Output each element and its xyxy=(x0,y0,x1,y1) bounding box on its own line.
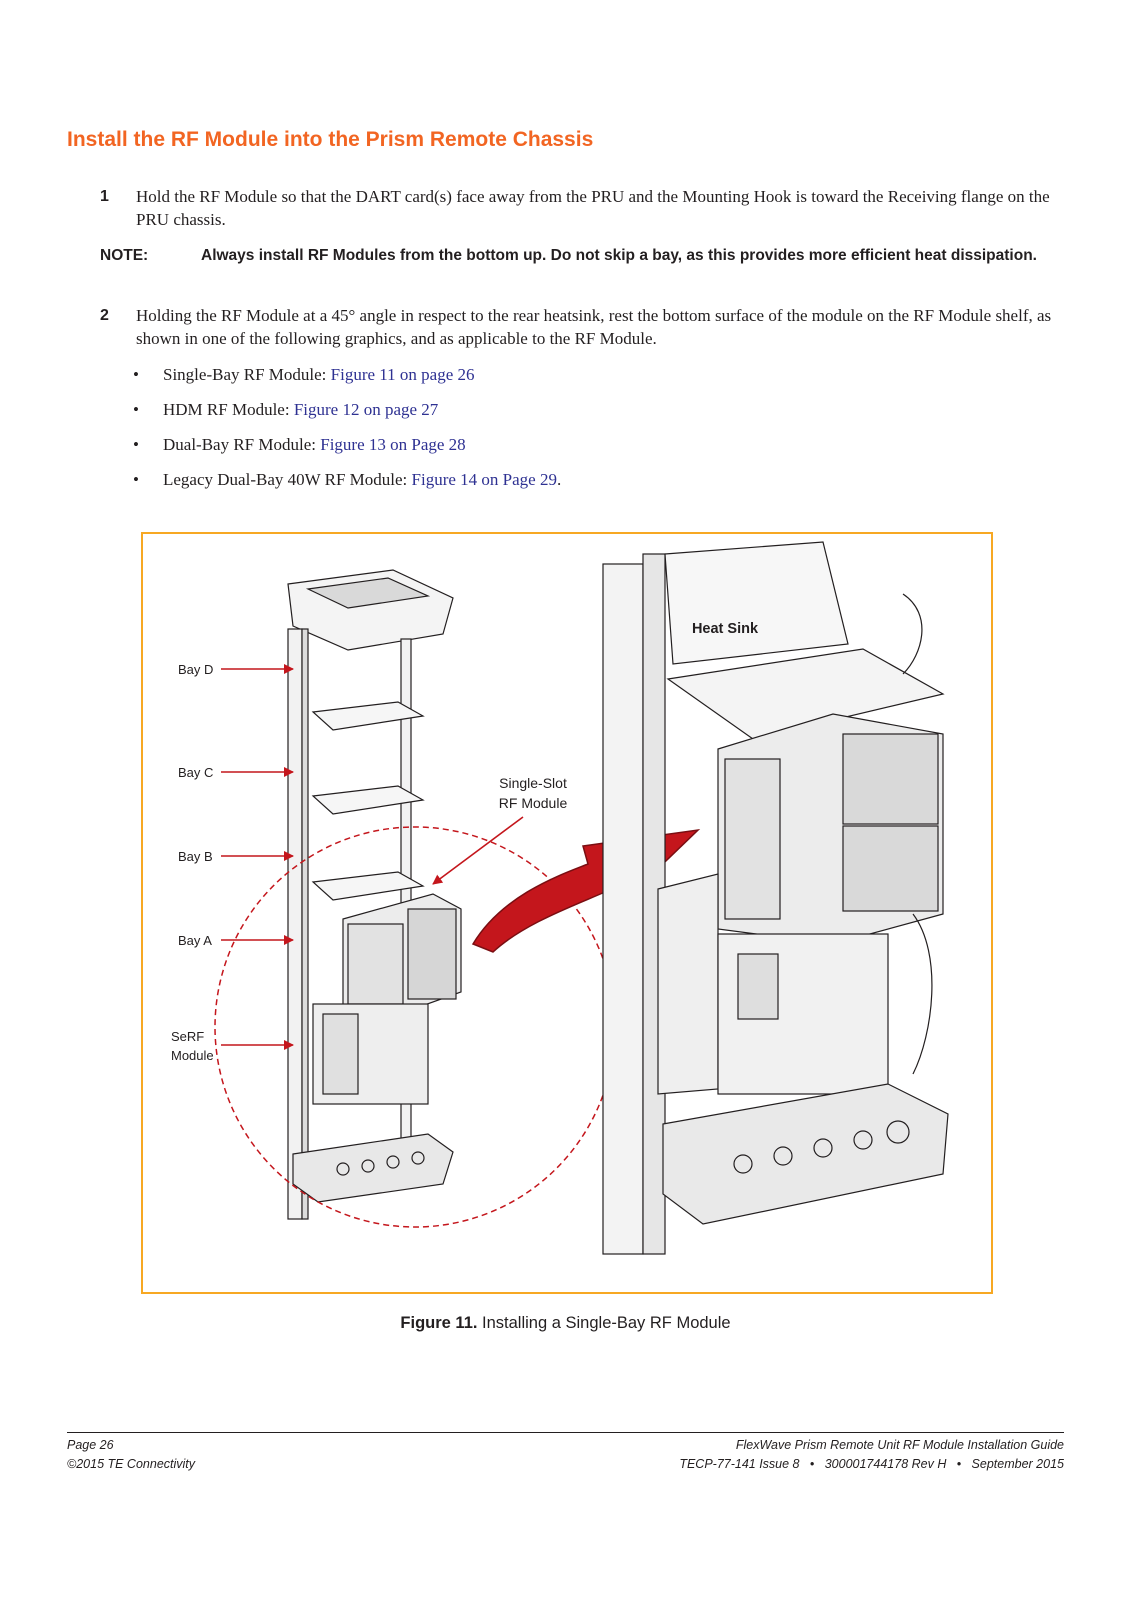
figure-link[interactable]: Figure 14 on Page 29 xyxy=(411,470,557,489)
installation-illustration: Bay D Bay C Bay B Bay A SeRF Module Sing… xyxy=(171,541,949,1255)
footer-doc-title: FlexWave Prism Remote Unit RF Module Ins… xyxy=(735,1438,1064,1452)
figure-caption: Figure 11. Installing a Single-Bay RF Mo… xyxy=(0,1314,1131,1333)
bullet-prefix: Single-Bay RF Module: xyxy=(163,365,331,384)
step-1: 1 Hold the RF Module so that the DART ca… xyxy=(100,185,1060,231)
note-text: Always install RF Modules from the botto… xyxy=(201,247,1037,264)
note-label: NOTE: xyxy=(100,247,149,264)
footer-doc-id: TECP-77-141 Issue 8 • 300001744178 Rev H… xyxy=(679,1457,1064,1471)
figure-link[interactable]: Figure 11 on page 26 xyxy=(330,365,475,384)
figure-link[interactable]: Figure 13 on Page 28 xyxy=(320,435,466,454)
bullet-dot: • xyxy=(133,435,139,454)
bullet-suffix: . xyxy=(556,470,562,489)
step-number: 1 xyxy=(100,188,109,205)
label-bay-a: Bay A xyxy=(178,933,212,948)
bullet-dot: • xyxy=(133,365,139,384)
label-bay-d: Bay D xyxy=(178,662,213,677)
figure-frame: Bay D Bay C Bay B Bay A SeRF Module Sing… xyxy=(141,532,993,1294)
label-bay-c: Bay C xyxy=(178,765,213,780)
step-number: 2 xyxy=(100,307,109,324)
footer-copyright: ©2015 TE Connectivity xyxy=(67,1457,196,1471)
bullet-dot: • xyxy=(133,400,139,419)
bay-callouts xyxy=(221,664,524,1050)
bullet-prefix: HDM RF Module: xyxy=(163,400,294,419)
caption-number: Figure 11. xyxy=(400,1314,478,1332)
pru-detail-view xyxy=(602,541,949,1255)
bullet-prefix: Dual-Bay RF Module: xyxy=(163,435,321,454)
bullet-item: • HDM RF Module: Figure 12 on page 27 xyxy=(133,399,438,421)
label-serf-line2: Module xyxy=(171,1048,214,1063)
caption-text: Installing a Single-Bay RF Module xyxy=(477,1314,731,1332)
step-text: Hold the RF Module so that the DART card… xyxy=(136,187,1050,229)
note: NOTE: Always install RF Modules from the… xyxy=(100,244,1060,267)
bullet-prefix: Legacy Dual-Bay 40W RF Module: xyxy=(163,470,412,489)
label-bay-b: Bay B xyxy=(178,849,213,864)
pru-chassis-overview xyxy=(287,569,462,1220)
label-heat-sink: Heat Sink xyxy=(692,621,759,637)
bullet-item: • Single-Bay RF Module: Figure 11 on page… xyxy=(133,364,475,386)
bullet-item: • Legacy Dual-Bay 40W RF Module: Figure 1… xyxy=(133,469,561,491)
step-text: Holding the RF Module at a 45° angle in … xyxy=(136,306,1052,348)
figure-link[interactable]: Figure 12 on page 27 xyxy=(293,400,439,419)
label-serf-line1: SeRF xyxy=(171,1029,204,1044)
step-2: 2 Holding the RF Module at a 45° angle i… xyxy=(100,304,1060,350)
footer-rule xyxy=(67,1432,1064,1433)
bullet-dot: • xyxy=(133,470,139,489)
section-heading: Install the RF Module into the Prism Rem… xyxy=(67,128,594,151)
footer-page-number: Page 26 xyxy=(67,1438,114,1452)
bullet-item: • Dual-Bay RF Module: Figure 13 on Page 2… xyxy=(133,434,466,456)
label-single-slot-line1: Single-Slot xyxy=(499,775,567,791)
label-single-slot-line2: RF Module xyxy=(499,795,568,811)
